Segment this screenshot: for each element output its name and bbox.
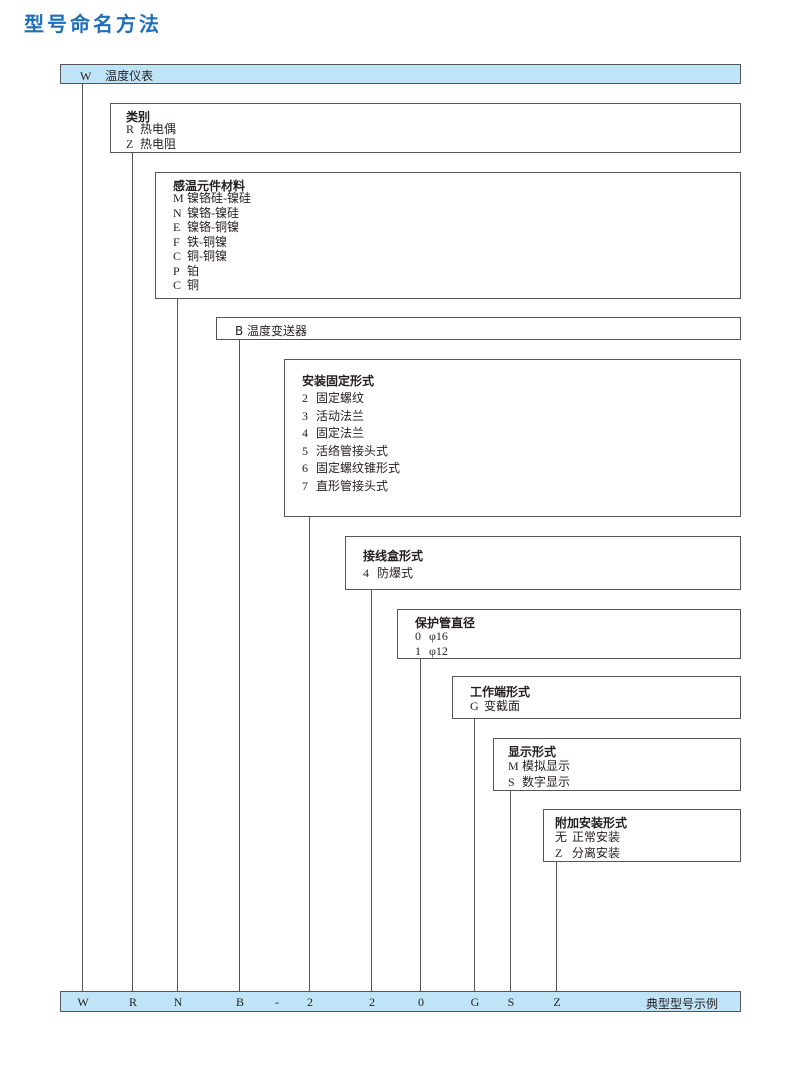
category-box-junction-box: 接线盒形式 4 防爆式 (345, 536, 741, 590)
model-prefix-bar: W 温度仪表 (60, 64, 741, 84)
option-item: M 模拟显示 (508, 759, 571, 773)
example-label: 典型型号示例 (646, 997, 719, 1011)
category-box-sensor-material: 感温元件材料 M 镍铬硅-镍硅 N 镍铬-镍硅 E 镍铬-铜镍 F 铁-铜镍 C… (155, 172, 741, 299)
example-code: R (128, 995, 138, 1009)
example-model-bar: W R N B - 2 2 0 G S Z 典型型号示例 (60, 991, 741, 1012)
category-title: 接线盒形式 (363, 549, 424, 563)
example-code: G (470, 995, 480, 1009)
connector-line (474, 718, 475, 991)
category-box-tube-diameter: 保护管直径 0 φ16 1 φ12 (397, 609, 741, 659)
category-title: 工作端形式 (470, 685, 531, 699)
option-item: C 铜-铜镍 (173, 249, 227, 263)
category-box-working-end: 工作端形式 G 变截面 (452, 676, 741, 719)
category-box-extra-mounting: 附加安装形式 无 正常安装 Z 分离安装 (543, 809, 741, 862)
category-title: 安装固定形式 (302, 374, 375, 388)
option-item: C 铜 (173, 278, 200, 292)
option-item: 3 活动法兰 (302, 408, 365, 423)
category-box-mounting: 安装固定形式 2 固定螺纹 3 活动法兰 4 固定法兰 5 活络管接头式 6 固… (284, 359, 741, 517)
category-box-transmitter: B 温度变送器 (216, 317, 741, 340)
connector-line (82, 84, 83, 991)
connector-line (239, 339, 240, 991)
connector-line (309, 516, 310, 991)
example-code: Z (553, 995, 561, 1009)
option-item: M 镍铬硅-镍硅 (173, 191, 251, 205)
connector-line (556, 861, 557, 991)
category-box-type: 类别 R 热电偶 Z 热电阻 (110, 103, 741, 153)
option-item: 6 固定螺纹锥形式 (302, 461, 401, 475)
example-code: N (173, 995, 183, 1009)
option-item: Z 分离安装 (555, 846, 621, 860)
option-item: 1 φ12 (415, 643, 448, 658)
option-item: 7 直形管接头式 (302, 478, 389, 493)
option-item: R 热电偶 (126, 122, 177, 136)
option-item: S 数字显示 (508, 775, 571, 789)
category-title: B 温度变送器 (235, 324, 308, 338)
category-title: 感温元件材料 (173, 179, 246, 193)
category-title: 显示形式 (508, 745, 557, 759)
option-item: E 镍铬-铜镍 (173, 220, 239, 234)
page-title: 型号命名方法 (24, 12, 162, 36)
category-box-display: 显示形式 M 模拟显示 S 数字显示 (493, 738, 741, 791)
category-title: 类别 (126, 110, 151, 124)
option-item: P 铂 (173, 263, 200, 278)
connector-line (132, 152, 133, 991)
prefix-code: W (80, 69, 92, 83)
option-item: 4 防爆式 (363, 566, 414, 580)
category-title: 保护管直径 (415, 616, 476, 630)
option-item: 5 活络管接头式 (302, 443, 389, 458)
prefix-label: 温度仪表 (105, 69, 154, 83)
connector-line (510, 790, 511, 991)
option-item: F 铁-铜镍 (173, 234, 227, 249)
example-code: S (507, 995, 515, 1009)
option-item: 2 固定螺纹 (302, 391, 365, 405)
connector-line (177, 298, 178, 991)
example-code: B (235, 995, 245, 1009)
example-code: 0 (418, 995, 424, 1009)
connector-line (420, 658, 421, 991)
example-code: 2 (307, 995, 313, 1009)
option-item: 0 φ16 (415, 629, 448, 643)
option-item: G 变截面 (470, 699, 521, 713)
option-item: N 镍铬-镍硅 (173, 205, 239, 220)
example-code: 2 (369, 995, 375, 1009)
category-title: 附加安装形式 (555, 816, 628, 830)
example-code: - (275, 995, 279, 1009)
connector-line (371, 589, 372, 991)
option-item: Z 热电阻 (126, 136, 177, 151)
option-item: 无 正常安装 (555, 830, 621, 844)
example-code: W (77, 995, 89, 1009)
option-item: 4 固定法兰 (302, 426, 365, 440)
